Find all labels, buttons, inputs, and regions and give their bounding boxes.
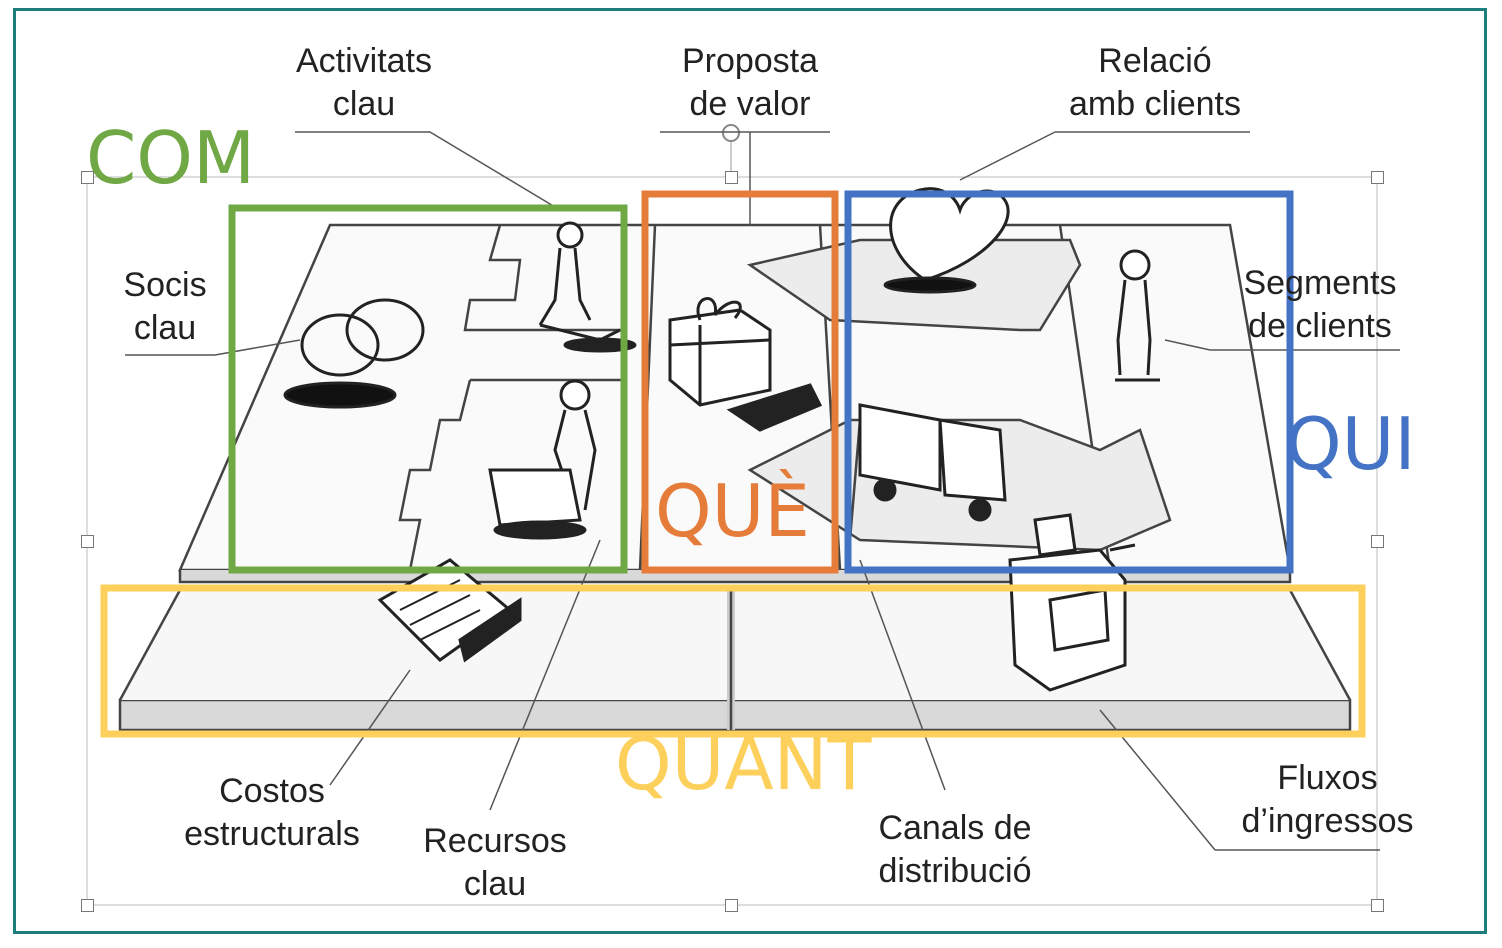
resize-handle-w[interactable] (81, 535, 94, 548)
label-proposta-valor: Proposta de valor (660, 40, 840, 126)
gift-icon (668, 308, 772, 407)
label-canals-distribucio: Canals de distribució (855, 807, 1055, 893)
shadow (283, 381, 397, 409)
label-socis-clau: Socis clau (100, 264, 230, 350)
resize-handle-se[interactable] (1371, 899, 1384, 912)
label-line: Canals de (878, 809, 1032, 847)
resize-handle-nw[interactable] (81, 171, 94, 184)
label-line: Fluxos (1277, 759, 1378, 797)
label-line: Segments (1243, 264, 1397, 302)
resize-handle-s[interactable] (725, 899, 738, 912)
label-line: de clients (1248, 307, 1392, 345)
outer-frame (13, 8, 1487, 934)
group-quant: QUANT (615, 722, 872, 806)
resize-handle-e[interactable] (1371, 535, 1384, 548)
label-line: de valor (689, 85, 811, 123)
customer-icon (1119, 249, 1151, 281)
resize-handle-n[interactable] (725, 171, 738, 184)
resize-handle-sw[interactable] (81, 899, 94, 912)
label-line: clau (332, 85, 396, 123)
label-line: Socis (123, 266, 207, 304)
label-line: clau (133, 309, 197, 347)
label-line: Proposta (681, 42, 819, 80)
que-box (641, 190, 839, 574)
label-line: Recursos (423, 822, 567, 860)
person-icon (559, 379, 591, 411)
box-icon (488, 468, 582, 527)
label-segments-clients: Segments de clients (1220, 262, 1420, 348)
label-line: Costos (219, 772, 325, 810)
label-line: Relació (1098, 42, 1212, 80)
label-activitats-clau: Activitats clau (274, 40, 454, 126)
resize-handle-ne[interactable] (1371, 171, 1384, 184)
label-costos-estructurals: Costos estructurals (172, 770, 372, 856)
group-qui: QUI (1285, 402, 1416, 486)
qui-box (844, 190, 1294, 574)
group-que: QUÈ (655, 469, 810, 553)
label-line: estructurals (184, 815, 360, 853)
truck-icon (858, 403, 942, 492)
rotate-handle-icon (722, 124, 740, 142)
heart-icon (889, 187, 1010, 282)
label-fluxos-ingressos: Fluxos d’ingressos (1225, 757, 1430, 843)
rings-icon (300, 313, 380, 377)
label-line: d’ingressos (1241, 802, 1414, 840)
group-com: COM (86, 116, 256, 200)
com-box (228, 204, 628, 574)
label-line: amb clients (1069, 85, 1241, 123)
label-line: distribució (878, 852, 1032, 890)
quant-box (100, 584, 1366, 738)
label-relacio-clients: Relació amb clients (1045, 40, 1265, 126)
label-recursos-clau: Recursos clau (405, 820, 585, 906)
label-line: clau (463, 865, 527, 903)
label-line: Activitats (295, 42, 433, 80)
worker-icon (556, 221, 584, 249)
